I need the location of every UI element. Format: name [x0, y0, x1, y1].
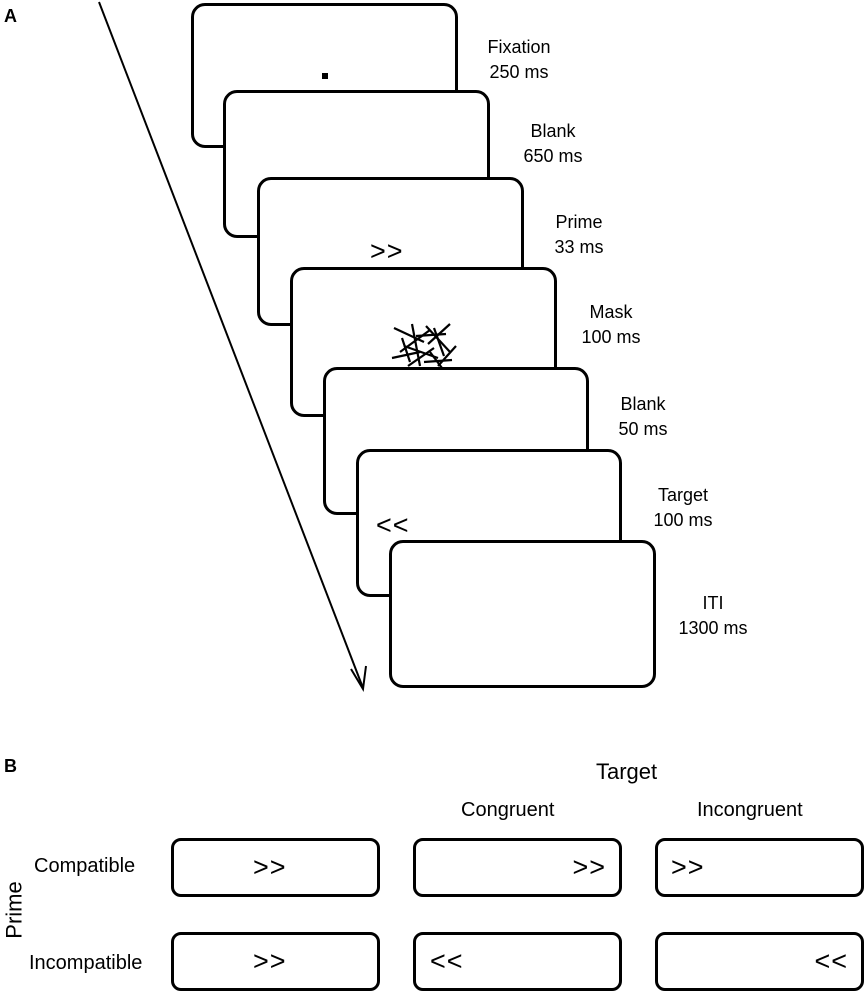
- column-header-congruent: Congruent: [461, 799, 555, 821]
- cell-arrows: >>: [253, 851, 287, 882]
- frame-iti: [389, 540, 656, 688]
- prime-axis-label: Prime: [1, 881, 27, 939]
- prime-arrows: >>: [370, 236, 404, 266]
- cell-arrows: <<: [430, 945, 464, 976]
- cell-arrows: <<: [814, 945, 848, 976]
- cell-incompatible-neutral: >>: [171, 932, 380, 991]
- target-header: Target: [596, 759, 658, 784]
- cell-incompatible-incongruent: <<: [655, 932, 864, 991]
- panel-b-letter: B: [4, 756, 17, 776]
- fixation-dot: [322, 73, 328, 79]
- cell-compatible-neutral: >>: [171, 838, 380, 897]
- row-label-incompatible: Incompatible: [29, 952, 143, 974]
- target-arrows: <<: [376, 510, 410, 540]
- cell-arrows: >>: [572, 851, 606, 882]
- cell-incompatible-congruent: <<: [413, 932, 622, 991]
- cell-arrows: >>: [671, 851, 705, 882]
- cell-compatible-congruent: >>: [413, 838, 622, 897]
- mask-lines: [391, 323, 457, 369]
- row-label-compatible: Compatible: [34, 855, 136, 877]
- cell-arrows: >>: [253, 945, 287, 976]
- column-header-incongruent: Incongruent: [697, 799, 803, 821]
- panel-a-letter: A: [4, 6, 17, 26]
- cell-compatible-incongruent: >>: [655, 838, 864, 897]
